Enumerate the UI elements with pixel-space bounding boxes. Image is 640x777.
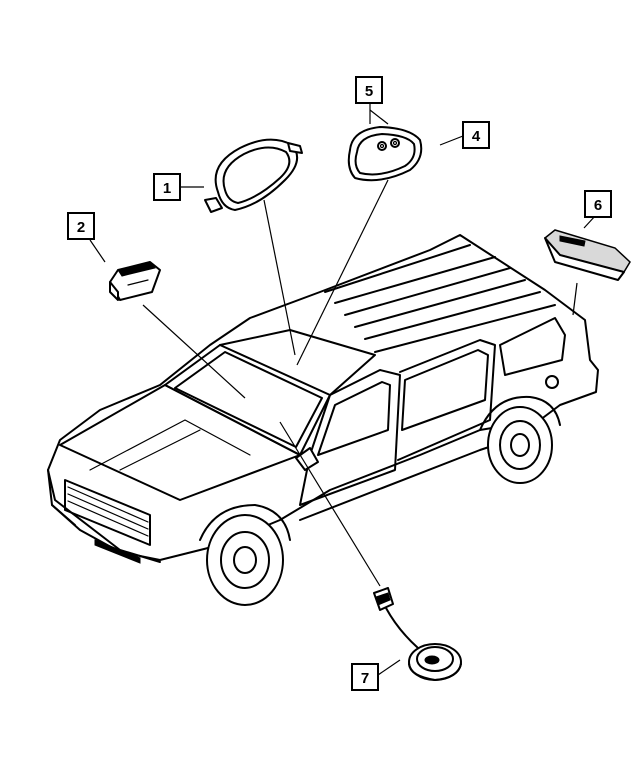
callout-7-label: 7 bbox=[361, 670, 369, 687]
callout-4: 4 bbox=[462, 121, 490, 149]
callout-1-label: 1 bbox=[163, 180, 171, 197]
dome-lamp-part bbox=[204, 138, 303, 213]
leader-lines bbox=[89, 103, 597, 676]
overhead-lamp-part bbox=[347, 126, 423, 182]
switch-part bbox=[109, 261, 161, 301]
callout-2: 2 bbox=[67, 212, 95, 240]
callout-2-label: 2 bbox=[77, 219, 85, 236]
callout-5: 5 bbox=[355, 76, 383, 104]
callout-6: 6 bbox=[584, 190, 612, 218]
callout-6-label: 6 bbox=[594, 197, 602, 214]
rear-cargo-lamp-part bbox=[543, 229, 631, 281]
callout-4-label: 4 bbox=[472, 128, 481, 145]
callout-7: 7 bbox=[351, 663, 379, 691]
sensor-with-harness-part bbox=[373, 587, 462, 681]
callout-1: 1 bbox=[153, 173, 181, 201]
callout-5-label: 5 bbox=[365, 83, 373, 100]
